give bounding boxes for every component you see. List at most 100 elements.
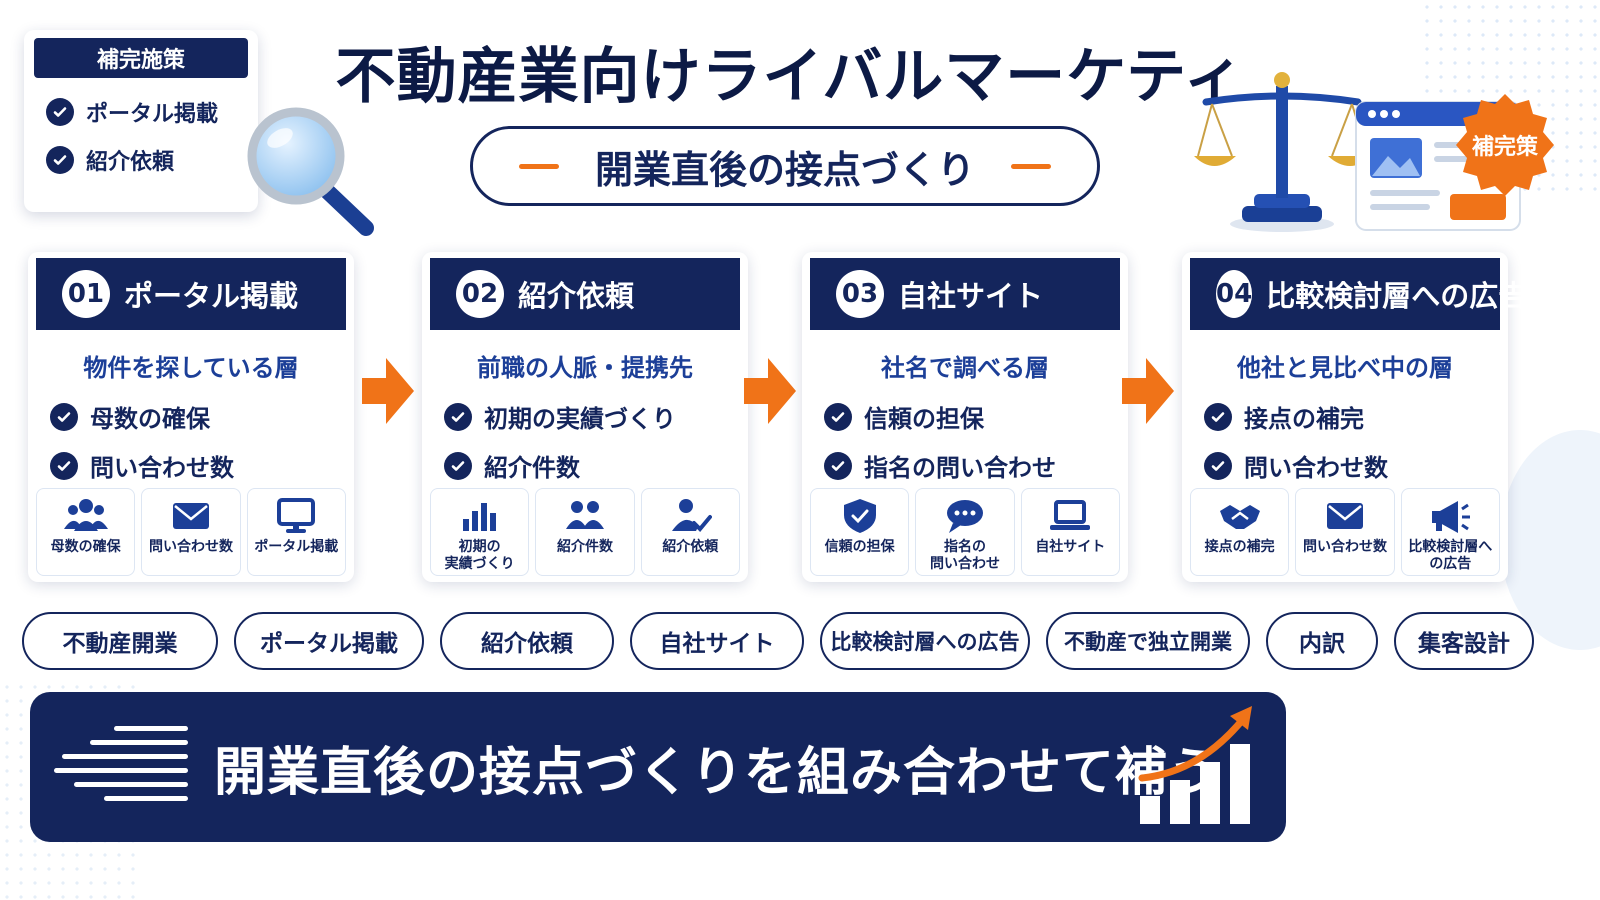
step-card-03: 03 自社サイト 社名で調べる層 信頼の担保 指名の問い合わせ 信頼の担保 指名… xyxy=(802,252,1128,582)
orange-badge-icon xyxy=(1456,94,1554,196)
bar-chart-icon xyxy=(462,503,496,531)
check-circle-icon xyxy=(50,402,78,431)
step-point: 問い合わせ数 xyxy=(50,448,354,483)
step-title: 自社サイト xyxy=(898,279,1044,313)
keyword-chip[interactable]: 集客設計 xyxy=(1394,612,1534,670)
keyword-chip[interactable]: 比較検討層への広告 xyxy=(820,612,1030,670)
summary-banner-text: 開業直後の接点づくりを組み合わせて補う xyxy=(214,742,1222,803)
step-tile-label: ポータル掲載 xyxy=(254,539,339,555)
step-tile: 自社サイト xyxy=(1020,488,1120,576)
step-tile: 指名の 問い合わせ xyxy=(915,488,1015,576)
supplementary-measures-heading: 補完施策 xyxy=(34,38,248,78)
check-circle-icon xyxy=(444,451,472,480)
subtitle-pill: 開業直後の接点づくり xyxy=(470,126,1100,206)
keyword-chip[interactable]: 自社サイト xyxy=(630,612,804,670)
step-point: 初期の実績づくり xyxy=(444,399,748,434)
chat-bubble-icon xyxy=(946,500,983,533)
step-subtitle: 社名で調べる層 xyxy=(881,354,1049,382)
step-tiles: 母数の確保 問い合わせ数 ポータル掲載 xyxy=(36,488,346,576)
step-tile: ポータル掲載 xyxy=(246,488,346,576)
step-tiles: 初期の 実績づくり 紹介件数 紹介依頼 xyxy=(430,488,740,576)
dash-decoration xyxy=(1011,163,1051,169)
check-circle-icon xyxy=(824,402,852,431)
magnifier-icon xyxy=(247,107,374,236)
monitor-icon xyxy=(277,498,316,533)
step-tile-label: 信頼の担保 xyxy=(824,539,895,555)
step-tile-label: 紹介依頼 xyxy=(662,539,719,555)
step-tile-label: 問い合わせ数 xyxy=(1302,539,1387,555)
dash-decoration xyxy=(518,163,559,169)
check-circle-icon xyxy=(824,451,852,480)
step-point-label: 問い合わせ数 xyxy=(90,454,234,482)
step-card-header: 04 比較検討層への広告 xyxy=(1190,258,1527,330)
check-circle-icon xyxy=(46,98,74,126)
check-circle-icon xyxy=(444,402,472,431)
step-tile-label: 接点の補完 xyxy=(1204,539,1275,555)
envelope-icon xyxy=(172,503,209,529)
step-tile: 信頼の担保 xyxy=(810,488,910,576)
step-point: 母数の確保 xyxy=(50,399,354,434)
speed-lines-icon xyxy=(54,726,188,801)
step-tile-label: 母数の確保 xyxy=(50,539,121,555)
tag-item: ポータル掲載 xyxy=(46,96,258,128)
step-title: 紹介依頼 xyxy=(518,279,635,313)
tag-item-label: 紹介依頼 xyxy=(86,150,175,175)
growth-chart-icon xyxy=(1138,706,1252,824)
step-number: 02 xyxy=(456,270,504,318)
check-circle-icon xyxy=(1204,451,1232,480)
people-group-icon xyxy=(63,499,108,531)
keyword-chip[interactable]: ポータル掲載 xyxy=(234,612,424,670)
check-circle-icon xyxy=(50,451,78,480)
flow-arrow-icon xyxy=(1122,358,1174,424)
step-tile: 問い合わせ数 xyxy=(1295,488,1395,576)
step-point: 紹介件数 xyxy=(444,448,748,483)
step-tile: 紹介件数 xyxy=(535,488,635,576)
handshake-icon xyxy=(1219,505,1260,529)
keyword-chip[interactable]: 内訳 xyxy=(1266,612,1378,670)
keyword-chip[interactable]: 紹介依頼 xyxy=(440,612,614,670)
two-people-icon xyxy=(565,501,604,529)
step-subtitle: 物件を探している層 xyxy=(83,354,299,382)
subtitle-text: 開業直後の接点づくり xyxy=(594,147,975,192)
step-tile-label: 指名の 問い合わせ xyxy=(929,539,1000,572)
tag-item: 紹介依頼 xyxy=(46,144,258,176)
balance-scale-icon xyxy=(1194,72,1372,232)
keyword-chip[interactable]: 不動産で独立開業 xyxy=(1046,612,1250,670)
supplementary-measures-card: 補完施策 ポータル掲載 紹介依頼 xyxy=(24,30,258,212)
step-title: 比較検討層への広告 xyxy=(1266,279,1528,313)
step-card-header: 02 紹介依頼 xyxy=(430,258,740,330)
step-point-label: 指名の問い合わせ xyxy=(864,454,1056,482)
step-tiles: 信頼の担保 指名の 問い合わせ 自社サイト xyxy=(810,488,1120,576)
laptop-icon xyxy=(1050,500,1091,530)
tag-item-label: ポータル掲載 xyxy=(86,102,219,127)
step-tile-label: 初期の 実績づくり xyxy=(444,539,515,572)
step-number: 01 xyxy=(62,270,110,318)
flow-arrow-icon xyxy=(362,358,414,424)
step-tile: 接点の補完 xyxy=(1190,488,1290,576)
step-point-label: 信頼の担保 xyxy=(864,405,984,433)
step-point-label: 接点の補完 xyxy=(1244,405,1364,433)
check-circle-icon xyxy=(46,146,74,174)
step-tile: 母数の確保 xyxy=(36,488,136,576)
step-card-02: 02 紹介依頼 前職の人脈・提携先 初期の実績づくり 紹介件数 初期の 実績づく… xyxy=(422,252,748,582)
keyword-chip[interactable]: 不動産開業 xyxy=(22,612,218,670)
step-number: 03 xyxy=(836,270,884,318)
step-card-01: 01 ポータル掲載 物件を探している層 母数の確保 問い合わせ数 母数の確保 問… xyxy=(28,252,354,582)
check-circle-icon xyxy=(1204,402,1232,431)
step-point: 信頼の担保 xyxy=(824,399,1128,434)
step-subtitle: 前職の人脈・提携先 xyxy=(477,354,693,382)
person-check-icon xyxy=(672,499,713,532)
flow-arrow-icon xyxy=(744,358,796,424)
step-tile: 問い合わせ数 xyxy=(141,488,241,576)
step-point: 接点の補完 xyxy=(1204,399,1508,434)
megaphone-icon xyxy=(1432,501,1471,533)
step-number: 04 xyxy=(1216,270,1253,318)
shield-check-icon xyxy=(843,499,876,533)
step-point: 指名の問い合わせ xyxy=(824,448,1128,483)
step-tiles: 接点の補完 問い合わせ数 比較検討層への広告 xyxy=(1190,488,1500,576)
step-tile-label: 自社サイト xyxy=(1035,539,1106,555)
step-point: 問い合わせ数 xyxy=(1204,448,1508,483)
summary-banner xyxy=(30,692,1286,842)
step-card-header: 01 ポータル掲載 xyxy=(36,258,346,330)
step-point-label: 母数の確保 xyxy=(90,405,210,433)
